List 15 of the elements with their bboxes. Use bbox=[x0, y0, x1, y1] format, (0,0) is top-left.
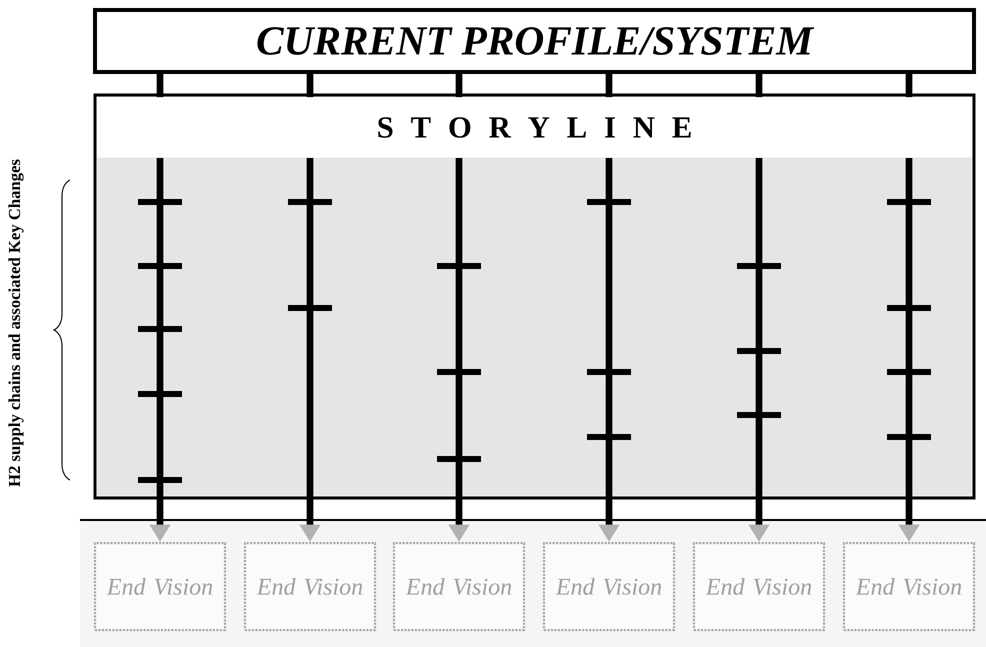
story-line-band: S T O R Y L I N E bbox=[97, 97, 972, 158]
end-vision-box: End Vision bbox=[244, 542, 376, 632]
connector-line bbox=[306, 74, 314, 98]
axis-label: H2 supply chains and associated Key Changes bbox=[8, 160, 24, 487]
end-vision-box: End Vision bbox=[842, 542, 976, 632]
connector-line bbox=[756, 74, 762, 98]
end-vision-box: End Vision bbox=[392, 542, 526, 632]
end-vision-box: End Vision bbox=[692, 542, 826, 632]
connector-line bbox=[156, 74, 164, 98]
end-vision-box: End Vision bbox=[542, 542, 676, 632]
connector-line bbox=[456, 74, 462, 98]
title-box: CURRENT PROFILE/SYSTEM bbox=[93, 8, 976, 74]
connector-line bbox=[606, 74, 612, 98]
end-vision-box: End Vision bbox=[94, 542, 226, 632]
connector-line bbox=[906, 74, 912, 98]
